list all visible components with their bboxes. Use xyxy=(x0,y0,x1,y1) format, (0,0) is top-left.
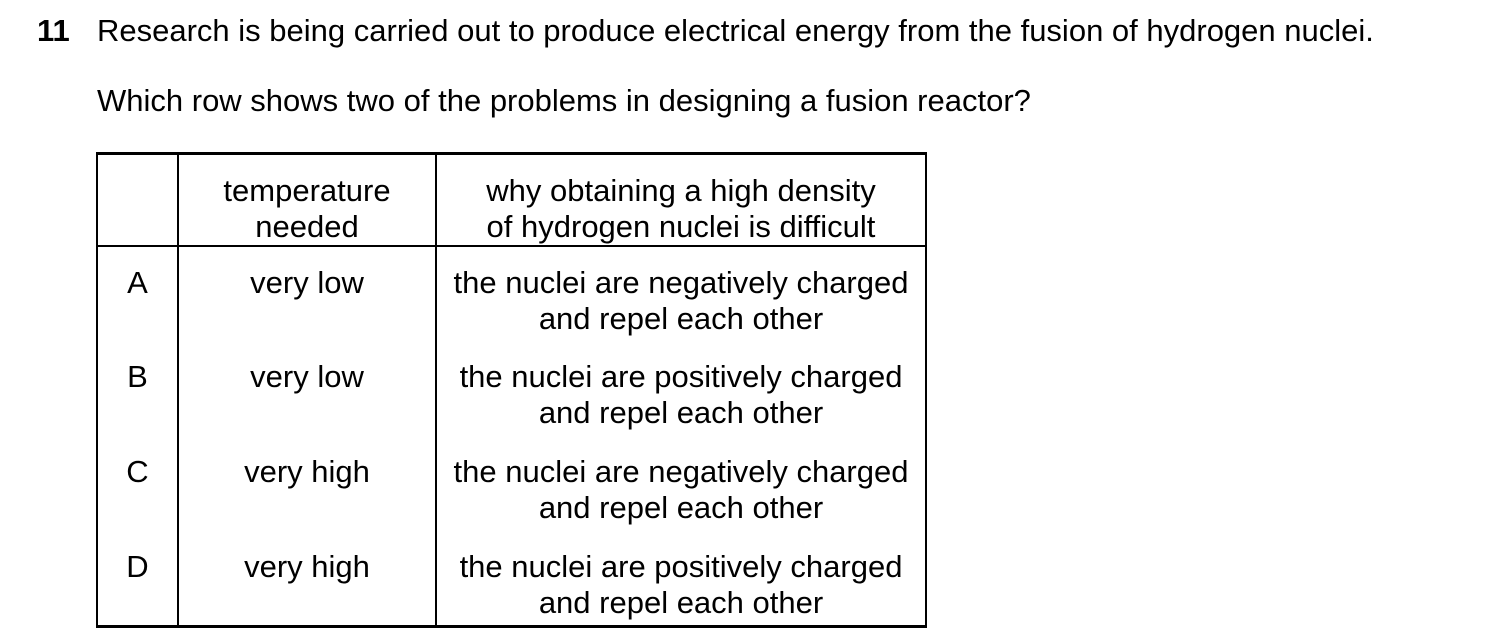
table-row-b: B very low the nuclei are positively cha… xyxy=(96,341,927,436)
question-prompt: Which row shows two of the problems in d… xyxy=(97,83,1031,118)
table-row-a: A very low the nuclei are negatively cha… xyxy=(96,246,927,341)
option-letter-c: C xyxy=(96,436,179,531)
table-header: temperature needed why obtaining a high … xyxy=(96,152,927,247)
option-letter-a: A xyxy=(96,246,179,341)
header-temperature: temperature needed xyxy=(177,152,437,247)
option-a-reason: the nuclei are negatively charged and re… xyxy=(435,246,927,341)
header-row-label xyxy=(96,152,179,247)
table-row-c: C very high the nuclei are negatively ch… xyxy=(96,436,927,531)
header-row: temperature needed why obtaining a high … xyxy=(96,152,927,247)
question-number: 11 xyxy=(37,13,70,48)
table-row-d: D very high the nuclei are positively ch… xyxy=(96,531,927,628)
answer-options-table: temperature needed why obtaining a high … xyxy=(96,152,927,628)
option-d-temperature: very high xyxy=(177,531,437,628)
option-a-temperature: very low xyxy=(177,246,437,341)
header-reason: why obtaining a high density of hydrogen… xyxy=(435,152,927,247)
option-letter-b: B xyxy=(96,341,179,436)
option-c-temperature: very high xyxy=(177,436,437,531)
option-c-reason: the nuclei are negatively charged and re… xyxy=(435,436,927,531)
option-d-reason: the nuclei are positively charged and re… xyxy=(435,531,927,628)
question-block: 11 Research is being carried out to prod… xyxy=(37,12,1374,49)
option-b-temperature: very low xyxy=(177,341,437,436)
option-letter-d: D xyxy=(96,531,179,628)
question-text: Research is being carried out to produce… xyxy=(97,13,1374,48)
option-b-reason: the nuclei are positively charged and re… xyxy=(435,341,927,436)
